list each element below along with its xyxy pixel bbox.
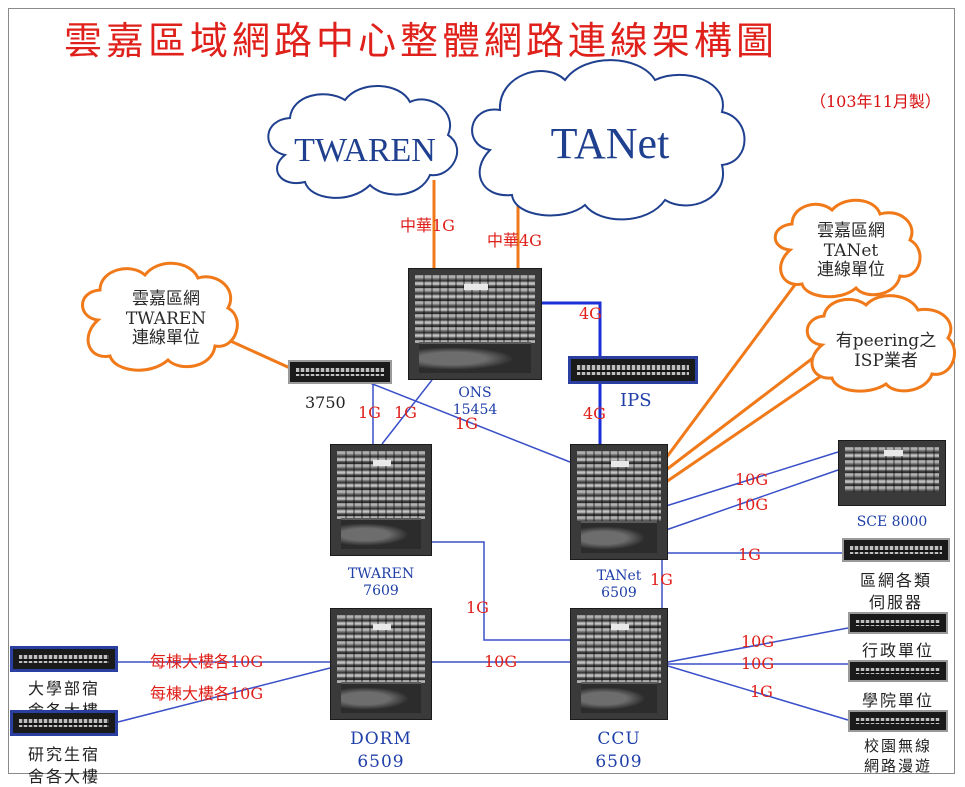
twaren-7609-line-1: TWAREN: [347, 566, 415, 582]
servers-device: [842, 538, 950, 562]
link-3750-tanet: [369, 382, 571, 463]
twaren-unit-line-2: TWAREN: [125, 308, 207, 329]
label-twaren-ccu: 1G: [466, 598, 489, 617]
tanet-6509-device: [570, 444, 668, 560]
tanet-6509-line-2: 6509: [601, 584, 637, 601]
college-label: 學院單位: [861, 691, 934, 710]
admin-device: [848, 612, 948, 634]
link-isp-b: [665, 368, 831, 484]
twaren-unit-line-1: 雲嘉區網: [132, 289, 200, 309]
dorm-6509-label: DORM 6509: [330, 728, 432, 774]
tanet-unit-line-1: 雲嘉區網: [817, 221, 885, 241]
servers-line-1: 區網各類: [859, 571, 932, 590]
isp-line-1: 有peering之: [835, 331, 937, 351]
cloud-twaren: [267, 85, 459, 199]
twaren-7609-label: TWAREN 7609: [330, 566, 432, 600]
label-sce-a: 10G: [735, 470, 769, 489]
ons-label-1: ONS: [458, 385, 492, 401]
tanet-unit-line-2: TANet: [823, 240, 879, 261]
isp-line-2: ISP業者: [854, 350, 918, 371]
label-admin: 10G: [741, 632, 775, 651]
wireless-label: 校園無線 網路漫遊: [836, 736, 960, 777]
label-college: 10G: [741, 654, 775, 673]
dorm-line-2: 6509: [357, 751, 405, 772]
ons-label: ONS 15454: [440, 385, 510, 419]
servers-line-2: 伺服器: [868, 592, 923, 612]
ccu-line-2: 6509: [595, 751, 643, 772]
cloud-label-isp: 有peering之 ISP業者: [816, 331, 956, 371]
link-ons-ips: [542, 301, 602, 356]
wireless-device: [848, 710, 948, 732]
ons-label-2: 15454: [452, 401, 498, 418]
grad-dorm-device: [10, 710, 118, 736]
cloud-label-twaren: TWAREN: [294, 132, 436, 169]
tanet-unit-line-3: 連線單位: [817, 260, 885, 281]
diagram-border: [8, 8, 955, 774]
switch-3750-label: 3750: [305, 393, 346, 412]
sce-8000-device: [838, 440, 946, 506]
cloud-isp: [805, 294, 957, 393]
cloud-label-tanet: TANet: [550, 119, 670, 168]
grad-line-2: 舍各大樓: [27, 766, 100, 786]
ons-15454-device: [408, 268, 542, 380]
cloud-label-twaren-unit: 雲嘉區網 TWAREN 連線單位: [92, 289, 240, 349]
twaren-7609-line-2: 7609: [363, 582, 399, 599]
switch-3750-device: [288, 360, 392, 384]
ccu-line-1: CCU: [597, 729, 641, 749]
ccu-6509-label: CCU 6509: [570, 728, 668, 774]
cloud-tanet-unit: [773, 198, 922, 299]
cloud-label-tanet-unit: 雲嘉區網 TANet 連線單位: [784, 221, 918, 281]
cloud-tanet: [471, 59, 746, 221]
dorm-line-1: DORM: [350, 729, 412, 749]
label-3750-b: 1G: [394, 403, 417, 422]
wireless-line-1: 校園無線: [863, 737, 932, 755]
dorm-6509-device: [330, 608, 432, 720]
cloud-twaren-unit: [81, 261, 239, 372]
ccu-6509-device: [570, 608, 668, 720]
label-wireless: 1G: [750, 682, 773, 701]
ips-label: IPS: [620, 390, 652, 411]
label-3750-c: 1G: [455, 414, 478, 433]
label-dorm-grad: 每棟大樓各10G: [150, 684, 264, 703]
date-note: （103年11月製）: [810, 92, 941, 111]
label-dorm-undergrad: 每棟大樓各10G: [150, 652, 264, 671]
link-isp-a: [665, 343, 831, 472]
tanet-6509-label: TANet 6509: [570, 568, 668, 602]
link-twaren-ccu: [432, 541, 570, 641]
undergrad-line-1: 大學部宿: [27, 679, 100, 698]
grad-line-1: 研究生宿: [27, 745, 100, 764]
undergrad-dorm-device: [10, 646, 118, 672]
link-ccu-wireless: [667, 665, 849, 721]
sce-8000-label: SCE 8000: [856, 514, 928, 530]
servers-label: 區網各類 伺服器: [836, 570, 956, 613]
link-tanet-unit: [664, 277, 802, 459]
link-tanet-sce-b: [665, 469, 839, 531]
tanet-6509-line-1: TANet: [596, 568, 642, 584]
ips-device: [568, 356, 698, 384]
label-sce-b: 10G: [735, 495, 769, 514]
label-3750-a: 1G: [358, 403, 381, 422]
link-ons-twaren: [381, 379, 433, 445]
label-ips-tanet: 4G: [583, 404, 606, 423]
link-tanet-sce-a: [665, 451, 839, 507]
label-tanet-ccu: 1G: [650, 570, 673, 589]
label-servers: 1G: [738, 545, 761, 564]
label-tanet-uplink: 中華4G: [487, 231, 542, 250]
label-ons-ips: 4G: [579, 304, 602, 323]
college-device: [848, 660, 948, 682]
grad-dorm-label: 研究生宿 舍各大樓: [10, 744, 118, 787]
wireless-line-2: 網路漫遊: [863, 757, 932, 776]
label-twaren-uplink: 中華1G: [400, 216, 455, 235]
twaren-7609-device: [330, 444, 432, 556]
label-dorm-ccu: 10G: [484, 652, 518, 671]
link-ccu-admin: [667, 627, 849, 663]
diagram-title: 雲嘉區域網路中心整體網路連線架構圖: [64, 19, 779, 63]
link-dorm-grad: [117, 667, 331, 723]
twaren-unit-line-3: 連線單位: [132, 328, 200, 349]
admin-label: 行政單位: [861, 641, 934, 660]
